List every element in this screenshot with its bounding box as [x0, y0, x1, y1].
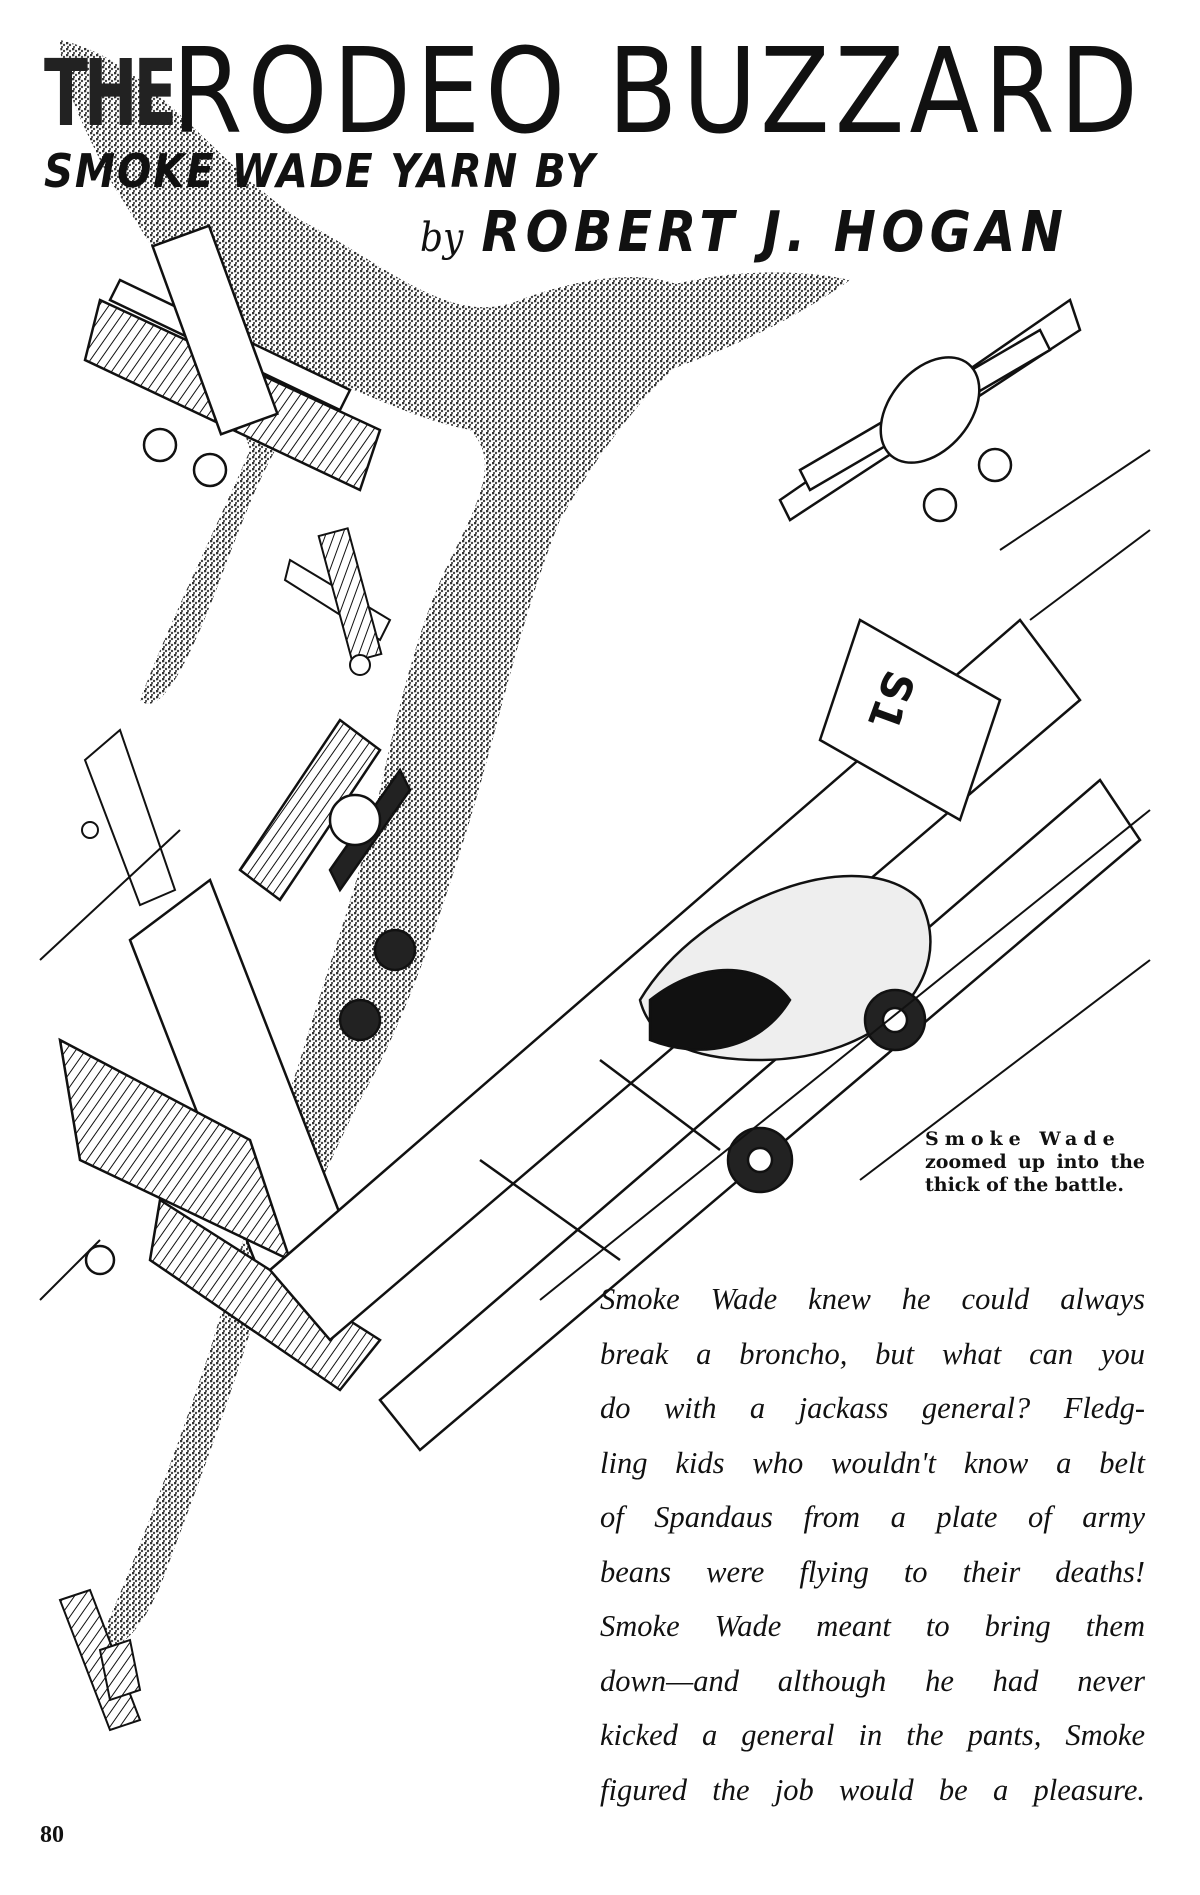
- blurb-line: Smoke Wade meant to bring them: [600, 1609, 1145, 1643]
- main-biplane-s1: S1: [268, 618, 1142, 1452]
- blurb-line: break a broncho, but what can you: [600, 1336, 1145, 1371]
- title-prefix: THE: [44, 40, 177, 147]
- blurb-line: down—and although he had never: [600, 1663, 1145, 1698]
- blurb-line: beans were flying to their deaths!: [600, 1554, 1145, 1589]
- small-biplane-center: [283, 527, 392, 676]
- caption-line-1: Smoke Wade: [925, 1128, 1121, 1150]
- blurb-line: kicked a general in the pants, Smoke: [600, 1718, 1145, 1752]
- page-number: 80: [40, 1822, 64, 1848]
- byline-by: by: [420, 215, 464, 261]
- small-biplane-left: [81, 728, 177, 907]
- caption-rest: zoomed up into the thick of the battle.: [925, 1151, 1145, 1196]
- smoke-cloud: [60, 40, 850, 1646]
- blurb-line: do with a jackass general? Fledg-: [600, 1391, 1145, 1425]
- blurb-line: ling kids who wouldn't know a belt: [600, 1445, 1145, 1480]
- story-title: RODEO BUZZARD: [172, 22, 1144, 160]
- blurb-line: of Spandaus from a plate of army: [600, 1500, 1145, 1534]
- biplane-bottom-left: [58, 1588, 142, 1732]
- story-blurb: Smoke Wade knew he could always break a …: [600, 1272, 1145, 1817]
- story-subtitle: SMOKE WADE YARN BY: [44, 144, 597, 198]
- blurb-line: figured the job would be a pleasure.: [600, 1772, 1145, 1807]
- byline: by ROBERT J. HOGAN: [420, 200, 1068, 265]
- speed-lines: [39, 449, 1151, 1301]
- author-name: ROBERT J. HOGAN: [481, 200, 1069, 265]
- illustration-caption: Smoke Wade zoomed up into the thick of t…: [925, 1128, 1145, 1197]
- blurb-line: Smoke Wade knew he could always: [600, 1282, 1145, 1316]
- biplane-top-left: [83, 224, 382, 492]
- dark-biplane-left: [58, 718, 417, 1392]
- biplane-top-right: [778, 298, 1082, 523]
